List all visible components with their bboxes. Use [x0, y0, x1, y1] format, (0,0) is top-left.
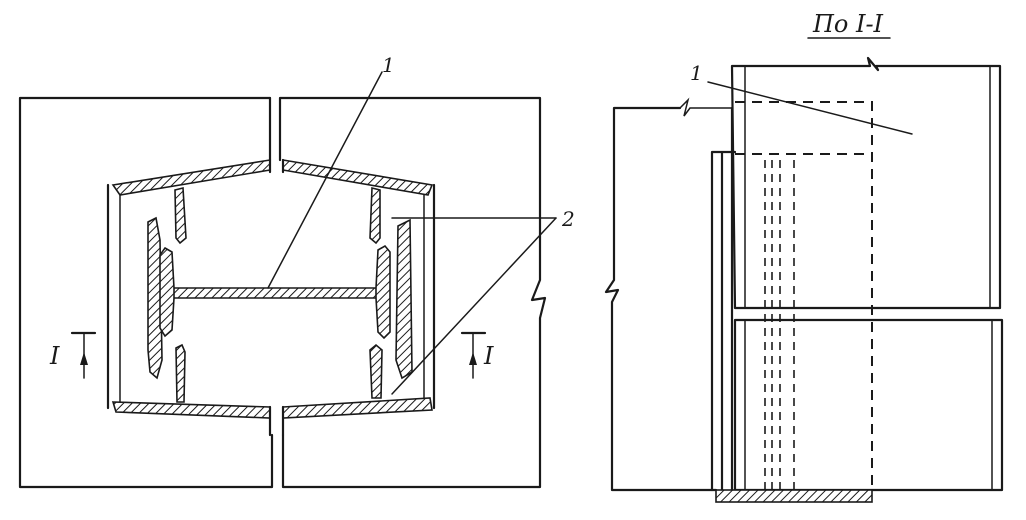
rib-bottom-right [369, 343, 383, 399]
leader-2-diag [391, 217, 557, 395]
svg-text:I: I [49, 342, 60, 370]
lower-slab [733, 318, 1004, 492]
upper-slab [730, 56, 1002, 310]
cut-mark-left: I [49, 331, 97, 379]
top-plate-right [282, 159, 434, 196]
cut-mark-right: I [460, 331, 494, 379]
plate-strip [710, 106, 737, 492]
rib-bottom-left [175, 343, 186, 403]
section-slab-outline [604, 106, 718, 492]
beam-flange-right [375, 244, 391, 340]
left-slab-outline [18, 96, 274, 489]
section-leader-1 [707, 81, 913, 135]
section-view: По I-I 1 [604, 10, 1004, 503]
section-title: По I-I [812, 10, 884, 38]
beam-web [169, 287, 381, 299]
right-slab-outline [278, 96, 547, 489]
section-break-top [679, 97, 733, 117]
section-callout-1-label: 1 [690, 61, 703, 85]
callout-2-label: 2 [561, 207, 575, 231]
rib-top-left [174, 186, 187, 245]
anchor-left [147, 216, 163, 380]
hidden-line-upper [735, 101, 873, 490]
callout-1-label: 1 [382, 53, 395, 77]
leader-1 [267, 71, 383, 289]
bottom-plate-right [282, 397, 433, 419]
top-plate-left [111, 159, 271, 196]
rib-top-right [369, 186, 381, 245]
svg-text:I: I [483, 342, 494, 370]
plan-view: 1 2 I I [18, 53, 575, 489]
bottom-hatched-plate [715, 489, 873, 503]
bottom-plate-left [111, 401, 271, 419]
anchor-right [395, 218, 413, 380]
beam-flange-left [159, 246, 175, 338]
